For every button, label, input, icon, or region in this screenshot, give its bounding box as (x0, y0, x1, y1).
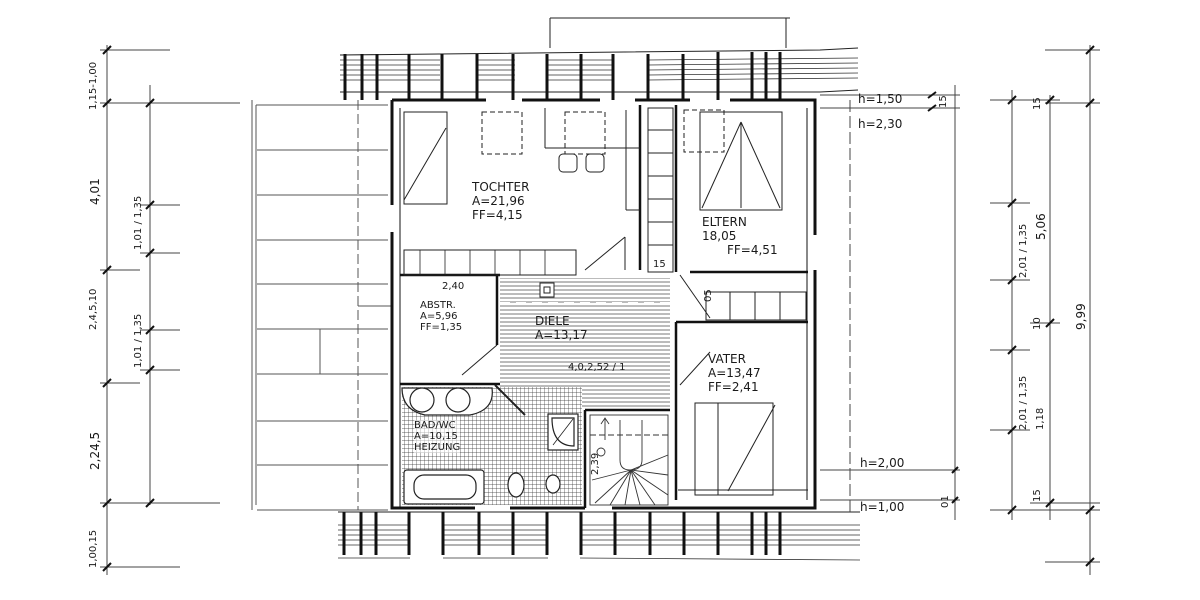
dim-top-right-15: 15 (938, 95, 949, 108)
bottom-railing (338, 511, 861, 561)
staircase (589, 414, 669, 506)
room-vater-label: VATER A=13,47 FF=2,41 (708, 352, 761, 394)
height-note-h100: h=1,00 (860, 500, 905, 514)
abstell-furniture (461, 344, 498, 376)
room-area: A=5,96 (420, 311, 458, 322)
room-eltern-label: ELTERN 18,05 FF=4,51 (702, 215, 778, 257)
shelf-column (647, 107, 674, 273)
room-area: A=13,47 (708, 366, 761, 380)
tochter-furniture (403, 108, 640, 276)
dim-diele-15: 15 (653, 259, 666, 270)
right-dim-col3-total: 9,99 (1074, 303, 1088, 330)
room-floor-area: FF=4,51 (727, 243, 778, 257)
dim-stair-239: 2,39 (590, 452, 601, 475)
room-abstell-label: ABSTR. A=5,96 FF=1,35 (420, 300, 462, 333)
right-dim-col1-2: 2,01 / 1,35 (1018, 375, 1029, 430)
left-dim-outer-2: 4,01 (88, 178, 102, 205)
top-railing (339, 17, 859, 100)
left-dim-outer-1: 1,15-1,00 (88, 61, 99, 110)
room-area: A=13,17 (535, 328, 588, 342)
room-floor-area: FF=4,15 (472, 208, 523, 222)
left-dim-outer-4: 2,24,5 (88, 431, 102, 470)
right-dim-col2-1: 15 (1032, 97, 1043, 110)
bathroom-fixtures (401, 384, 579, 505)
room-diele-label: DIELE A=13,17 (535, 314, 588, 342)
room-floor-area: FF=1,35 (420, 322, 463, 333)
right-dim-col2-3: 10 (1032, 317, 1043, 330)
right-dim-col2-2: 5,06 (1034, 213, 1048, 240)
room-name: DIELE (535, 314, 570, 328)
interior-walls (400, 105, 808, 508)
room-name: BAD/WC (414, 420, 456, 431)
right-dimension-chain (990, 45, 1100, 575)
left-dimension-chain (100, 45, 240, 575)
room-area: A=21,96 (472, 194, 525, 208)
height-note-h150: h=1,50 (858, 92, 903, 106)
diele-floor-hatch (500, 278, 670, 408)
eltern-furniture (679, 109, 807, 321)
room-name: TOCHTER (472, 180, 530, 194)
room-name: ABSTR. (420, 300, 456, 311)
outer-walls (390, 98, 817, 510)
right-dim-col2-5: 15 (1032, 489, 1043, 502)
left-dim-inner-1: 1,01 / 1,35 (133, 195, 144, 250)
left-dim-outer-5: 1,00,15 (88, 529, 99, 568)
room-tochter-label: TOCHTER A=21,96 FF=4,15 (472, 180, 529, 222)
abstell-width-dim: 2,40 (442, 281, 465, 292)
left-dim-inner-2: 1,01 / 1,35 (133, 313, 144, 368)
right-dim-col2-4: 1,18 (1035, 407, 1046, 430)
left-dim-outer-3: 2,4,5,10 (88, 288, 99, 330)
diele-stair-note: 4,0,2,52 / 1 (568, 362, 626, 373)
dim-eltern-05: 05 (703, 289, 714, 302)
chimney-shaft (539, 282, 555, 298)
right-dim-col1-1: 2,01 / 1,35 (1018, 223, 1029, 278)
room-name: ELTERN (702, 215, 747, 229)
height-note-h200: h=2,00 (860, 456, 905, 470)
room-name: VATER (708, 352, 746, 366)
height-note-h230: h=2,30 (858, 117, 903, 131)
room-note: HEIZUNG (414, 442, 461, 453)
vater-furniture (678, 351, 808, 496)
room-bad-label: BAD/WC A=10,15 HEIZUNG (414, 420, 461, 453)
room-floor-area: FF=2,41 (708, 380, 759, 394)
left-roof-section (251, 100, 392, 511)
room-area: A=10,15 (414, 431, 458, 442)
room-area: 18,05 (702, 229, 737, 243)
dim-bottom-right-01: 01 (940, 495, 951, 508)
